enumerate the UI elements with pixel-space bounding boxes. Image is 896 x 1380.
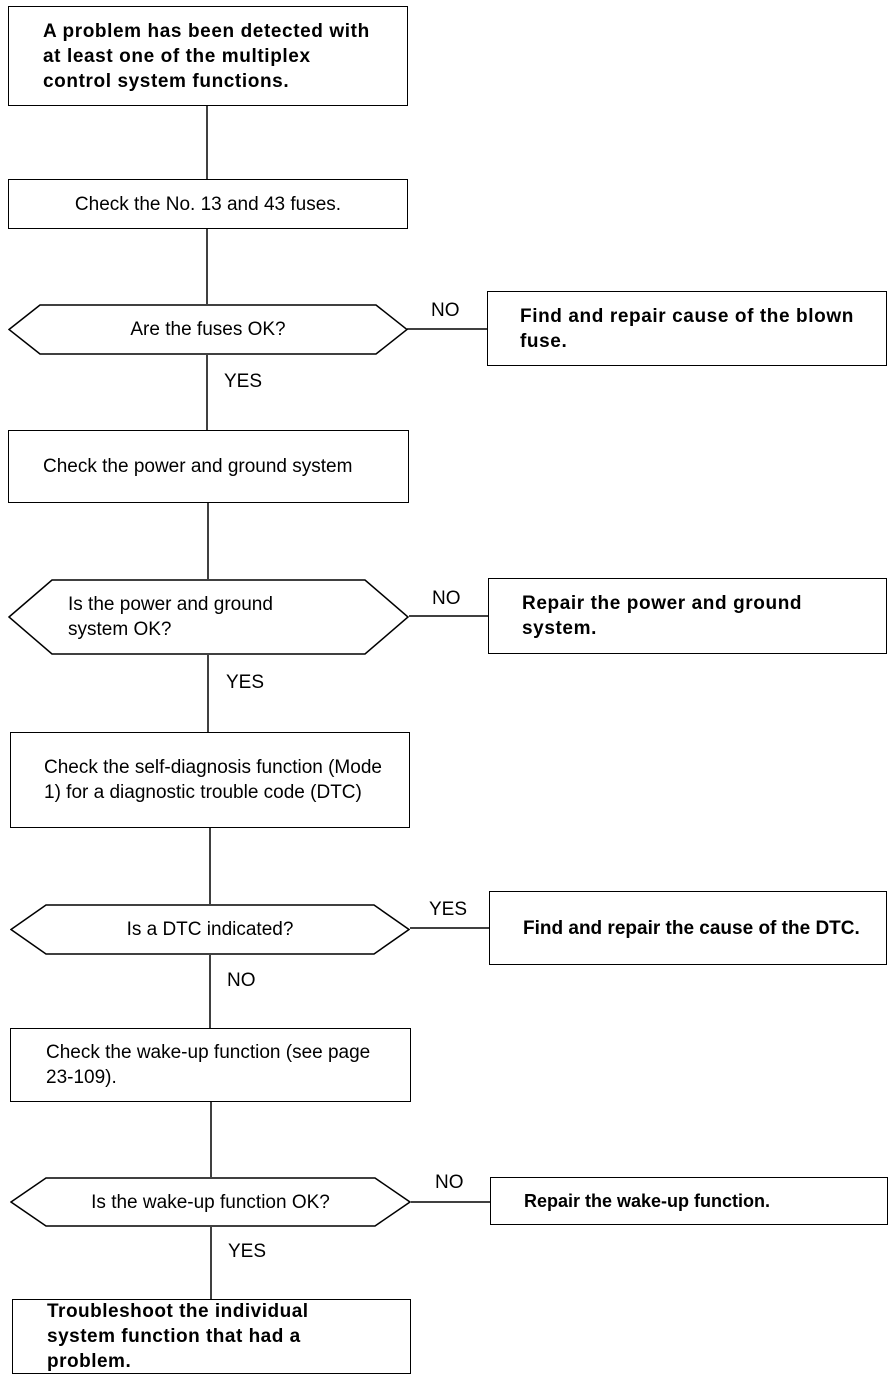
power-no-label: NO [432,588,461,609]
start-text: A problem has been detected with at leas… [43,20,370,92]
wakeup-question: Is the wake-up function OK? [91,1191,330,1213]
repair-dtc-text: Find and repair the cause of the DTC. [523,917,860,939]
power-question: Is the power and ground system OK? [68,594,273,640]
check-power-text: Check the power and ground system [43,456,353,477]
fuses-no-label: NO [431,300,460,321]
repair-wakeup-text: Repair the wake-up function. [524,1190,771,1211]
check-selfdiag-box: Check the self-diagnosis function (Mode … [10,732,410,828]
fuses-decision: Are the fuses OK? [8,304,408,355]
decision-shape [10,904,410,955]
fuses-question: Are the fuses OK? [130,319,286,340]
end-box: Troubleshoot the individual system funct… [12,1299,411,1374]
start-box: A problem has been detected with at leas… [8,6,408,106]
dtc-decision: Is a DTC indicated? [10,904,410,955]
check-fuses-box: Check the No. 13 and 43 fuses. [8,179,408,229]
decision-shape [8,579,409,655]
wakeup-no-label: NO [435,1172,464,1193]
decision-shape [8,304,408,355]
repair-power-box: Repair the power and ground system. [488,578,887,654]
repair-dtc-box: Find and repair the cause of the DTC. [489,891,887,965]
dtc-yes-label: YES [429,899,468,920]
repair-fuse-box: Find and repair cause of the blown fuse. [487,291,887,366]
check-power-box: Check the power and ground system [8,430,409,503]
power-yes-label: YES [226,672,265,693]
repair-fuse-text: Find and repair cause of the blown fuse. [520,305,854,352]
wakeup-decision: Is the wake-up function OK? [10,1177,411,1227]
check-wakeup-text: Check the wake-up function (see page 23-… [46,1042,371,1088]
decision-shape [10,1177,411,1227]
dtc-question: Is a DTC indicated? [126,919,294,940]
fuses-yes-label: YES [224,371,263,392]
power-decision: Is the power and ground system OK? [8,579,409,655]
check-fuses-text: Check the No. 13 and 43 fuses. [74,193,342,215]
wakeup-yes-label: YES [228,1241,267,1262]
check-selfdiag-text: Check the self-diagnosis function (Mode … [44,757,382,803]
repair-power-text: Repair the power and ground system. [522,593,803,639]
end-text: Troubleshoot the individual system funct… [47,1301,309,1372]
dtc-no-label: NO [227,970,256,991]
check-wakeup-box: Check the wake-up function (see page 23-… [10,1028,411,1102]
repair-wakeup-box: Repair the wake-up function. [490,1177,888,1225]
